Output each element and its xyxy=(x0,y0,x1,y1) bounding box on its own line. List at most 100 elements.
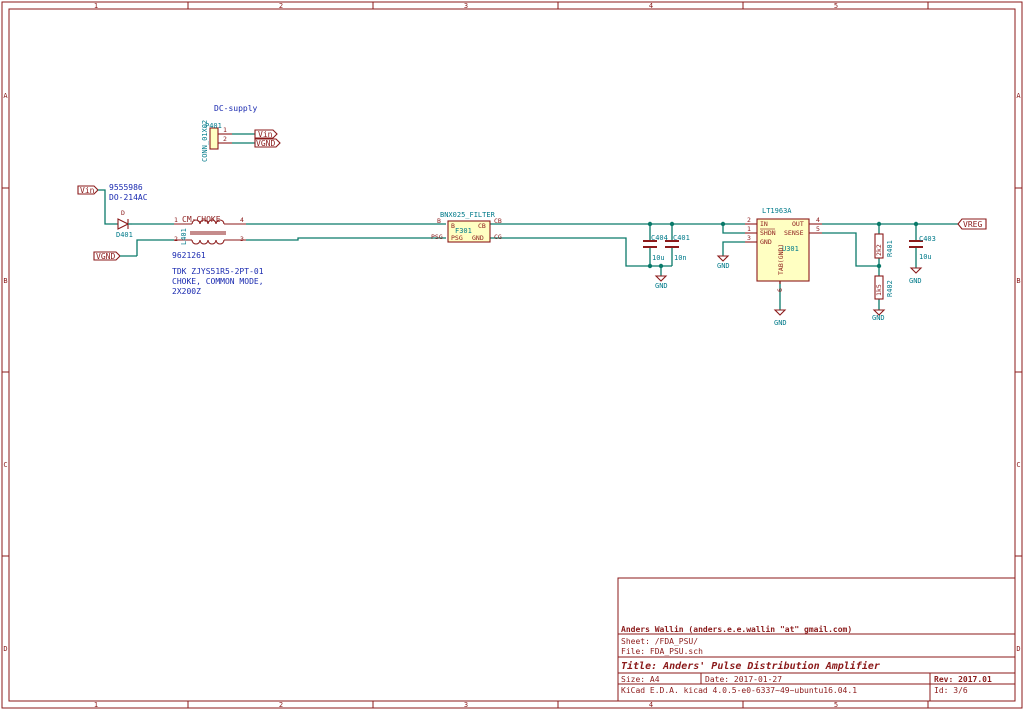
row-labels-right: A B C D xyxy=(1016,92,1021,653)
regulator-pin-out: OUT xyxy=(792,220,804,228)
title-block-sheet: Sheet: /FDA_PSU/ xyxy=(621,637,698,646)
column-label: 1 xyxy=(94,701,98,709)
capacitor-c404[interactable]: C404 10u xyxy=(643,234,668,262)
row-label: D xyxy=(3,645,7,653)
resistor-r401-ref: R401 xyxy=(886,240,894,257)
filter-inner-cb: CB xyxy=(478,222,486,230)
diode-symbol xyxy=(117,218,130,230)
filter-body xyxy=(447,220,491,243)
junctions xyxy=(647,221,919,269)
dc-supply-title: DC-supply xyxy=(214,104,258,113)
regulator-pin-num2: 2 xyxy=(747,216,751,224)
choke-desc3: 2X200Z xyxy=(172,287,201,296)
choke-pin4: 4 xyxy=(240,216,244,224)
regulator-value: LT1963A xyxy=(762,207,792,215)
net-label-vgnd xyxy=(254,138,281,148)
net-label-vin-text: Vin xyxy=(258,130,273,139)
diode-ref: D401 xyxy=(116,231,133,239)
choke-pin1: 1 xyxy=(174,216,178,224)
choke-pin3: 3 xyxy=(240,235,244,243)
input-vgnd[interactable]: VGND xyxy=(93,251,121,261)
junction-dot xyxy=(913,221,919,227)
emi-filter-f301[interactable]: BNX025_FILTER B CB PSG CG B CB F301 PSG … xyxy=(431,211,502,243)
gnd-label: GND xyxy=(655,282,668,290)
output-vreg[interactable]: VREG xyxy=(957,218,987,230)
choke-ref: L401 xyxy=(180,228,188,245)
wires xyxy=(98,189,958,310)
input-label-vin-text: Vin xyxy=(80,186,95,195)
junction-dot xyxy=(647,221,653,227)
row-label: B xyxy=(1016,277,1020,285)
connector-value: CONN_01X02 xyxy=(201,120,209,162)
junction-dot xyxy=(647,263,653,269)
filter-ref: F301 xyxy=(455,227,472,235)
dc-supply-connector[interactable]: DC-supply P401 CONN_01X02 1 2 Vin VGND xyxy=(201,104,281,162)
row-label: A xyxy=(3,92,8,100)
resistor-r401-body xyxy=(874,233,884,259)
column-labels-top: 1 2 3 4 5 xyxy=(94,2,838,10)
title-block-id: Id: 3/6 xyxy=(934,686,968,695)
resistor-r402-body xyxy=(874,275,884,300)
choke-desc1: TDK ZJYS51R5-2PT-01 xyxy=(172,267,264,276)
regulator-pin-tab: TAB(GND) xyxy=(777,244,785,275)
diode-d401[interactable]: 9555986 DO-214AC D D401 xyxy=(109,183,148,239)
choke-coil-top xyxy=(191,219,225,225)
filter-inner-b: B xyxy=(451,222,455,230)
cap-c401-value: 10n xyxy=(674,254,687,262)
regulator-pin-num3: 3 xyxy=(747,234,751,242)
input-vin[interactable]: Vin xyxy=(77,185,99,195)
junction-dot xyxy=(669,221,675,227)
diode-partnum: 9555986 xyxy=(109,183,143,192)
gnd-symbol: GND xyxy=(872,309,886,322)
cap-c401-ref: C401 xyxy=(673,234,690,242)
common-mode-choke[interactable]: CM-CHOKE 1 4 2 3 L401 9621261 TDK ZJYS51… xyxy=(172,215,264,296)
gnd-label: GND xyxy=(909,277,922,285)
column-label: 1 xyxy=(94,2,98,10)
title-block: Anders Wallin (anders.e.e.wallin "at" gm… xyxy=(617,577,1016,702)
column-label: 2 xyxy=(279,2,283,10)
connector-ref: P401 xyxy=(205,122,222,130)
filter-pin-b: B xyxy=(437,217,441,225)
choke-coil-bottom xyxy=(191,239,225,245)
capacitor-c403[interactable]: C403 10u xyxy=(909,235,936,261)
title-block-size: Size: A4 xyxy=(621,675,660,684)
regulator-u301[interactable]: LT1963A 2 1 3 4 5 6 IN SHDN GND OUT SENS… xyxy=(745,207,822,292)
capacitor-c401[interactable]: C401 10n xyxy=(665,234,690,262)
regulator-pin-gnd: GND xyxy=(760,238,772,246)
row-label: A xyxy=(1016,92,1021,100)
column-label: 5 xyxy=(834,701,838,709)
title-block-title: Title: Anders' Pulse Distribution Amplif… xyxy=(621,660,880,672)
input-label-vgnd-text: VGND xyxy=(96,252,115,261)
gnd-symbol: GND xyxy=(716,255,730,270)
row-labels-left: A B C D xyxy=(3,92,8,653)
cap-c404-value: 10u xyxy=(652,254,665,262)
column-label: 4 xyxy=(649,701,653,709)
net-label-vin xyxy=(254,129,278,139)
regulator-pin-num5: 5 xyxy=(816,225,820,233)
junction-dot xyxy=(876,263,882,269)
junction-dot xyxy=(876,221,882,227)
filter-pin-cb: CB xyxy=(494,217,502,225)
output-label-vreg-text: VREG xyxy=(963,220,982,229)
cap-c403-ref: C403 xyxy=(919,235,936,243)
title-block-file: File: FDA_PSU.sch xyxy=(621,647,703,656)
filter-inner-gnd: GND xyxy=(472,234,484,242)
choke-desc2: CHOKE, COMMON MODE, xyxy=(172,277,264,286)
regulator-pin-num4: 4 xyxy=(816,216,820,224)
resistor-r402-value: 1k5 xyxy=(875,284,883,296)
column-label: 3 xyxy=(464,2,468,10)
title-block-tool: KiCad E.D.A. kicad 4.0.5-e0-6337~49~ubun… xyxy=(621,686,857,695)
connector-pin1: 1 xyxy=(223,126,227,134)
resistor-r401[interactable]: 2k2 R401 xyxy=(874,233,894,259)
input-label-vin xyxy=(77,185,99,195)
resistor-r402-ref: R402 xyxy=(886,280,894,297)
column-labels-bottom: 1 2 3 4 5 xyxy=(94,701,838,709)
column-label: 4 xyxy=(649,2,653,10)
filter-pin-cg: CG xyxy=(494,233,502,241)
input-label-vgnd xyxy=(93,251,121,261)
diode-pin-label: D xyxy=(121,209,125,217)
regulator-pin-num1: 1 xyxy=(747,225,751,233)
resistor-r402[interactable]: 1k5 R402 xyxy=(874,275,894,300)
